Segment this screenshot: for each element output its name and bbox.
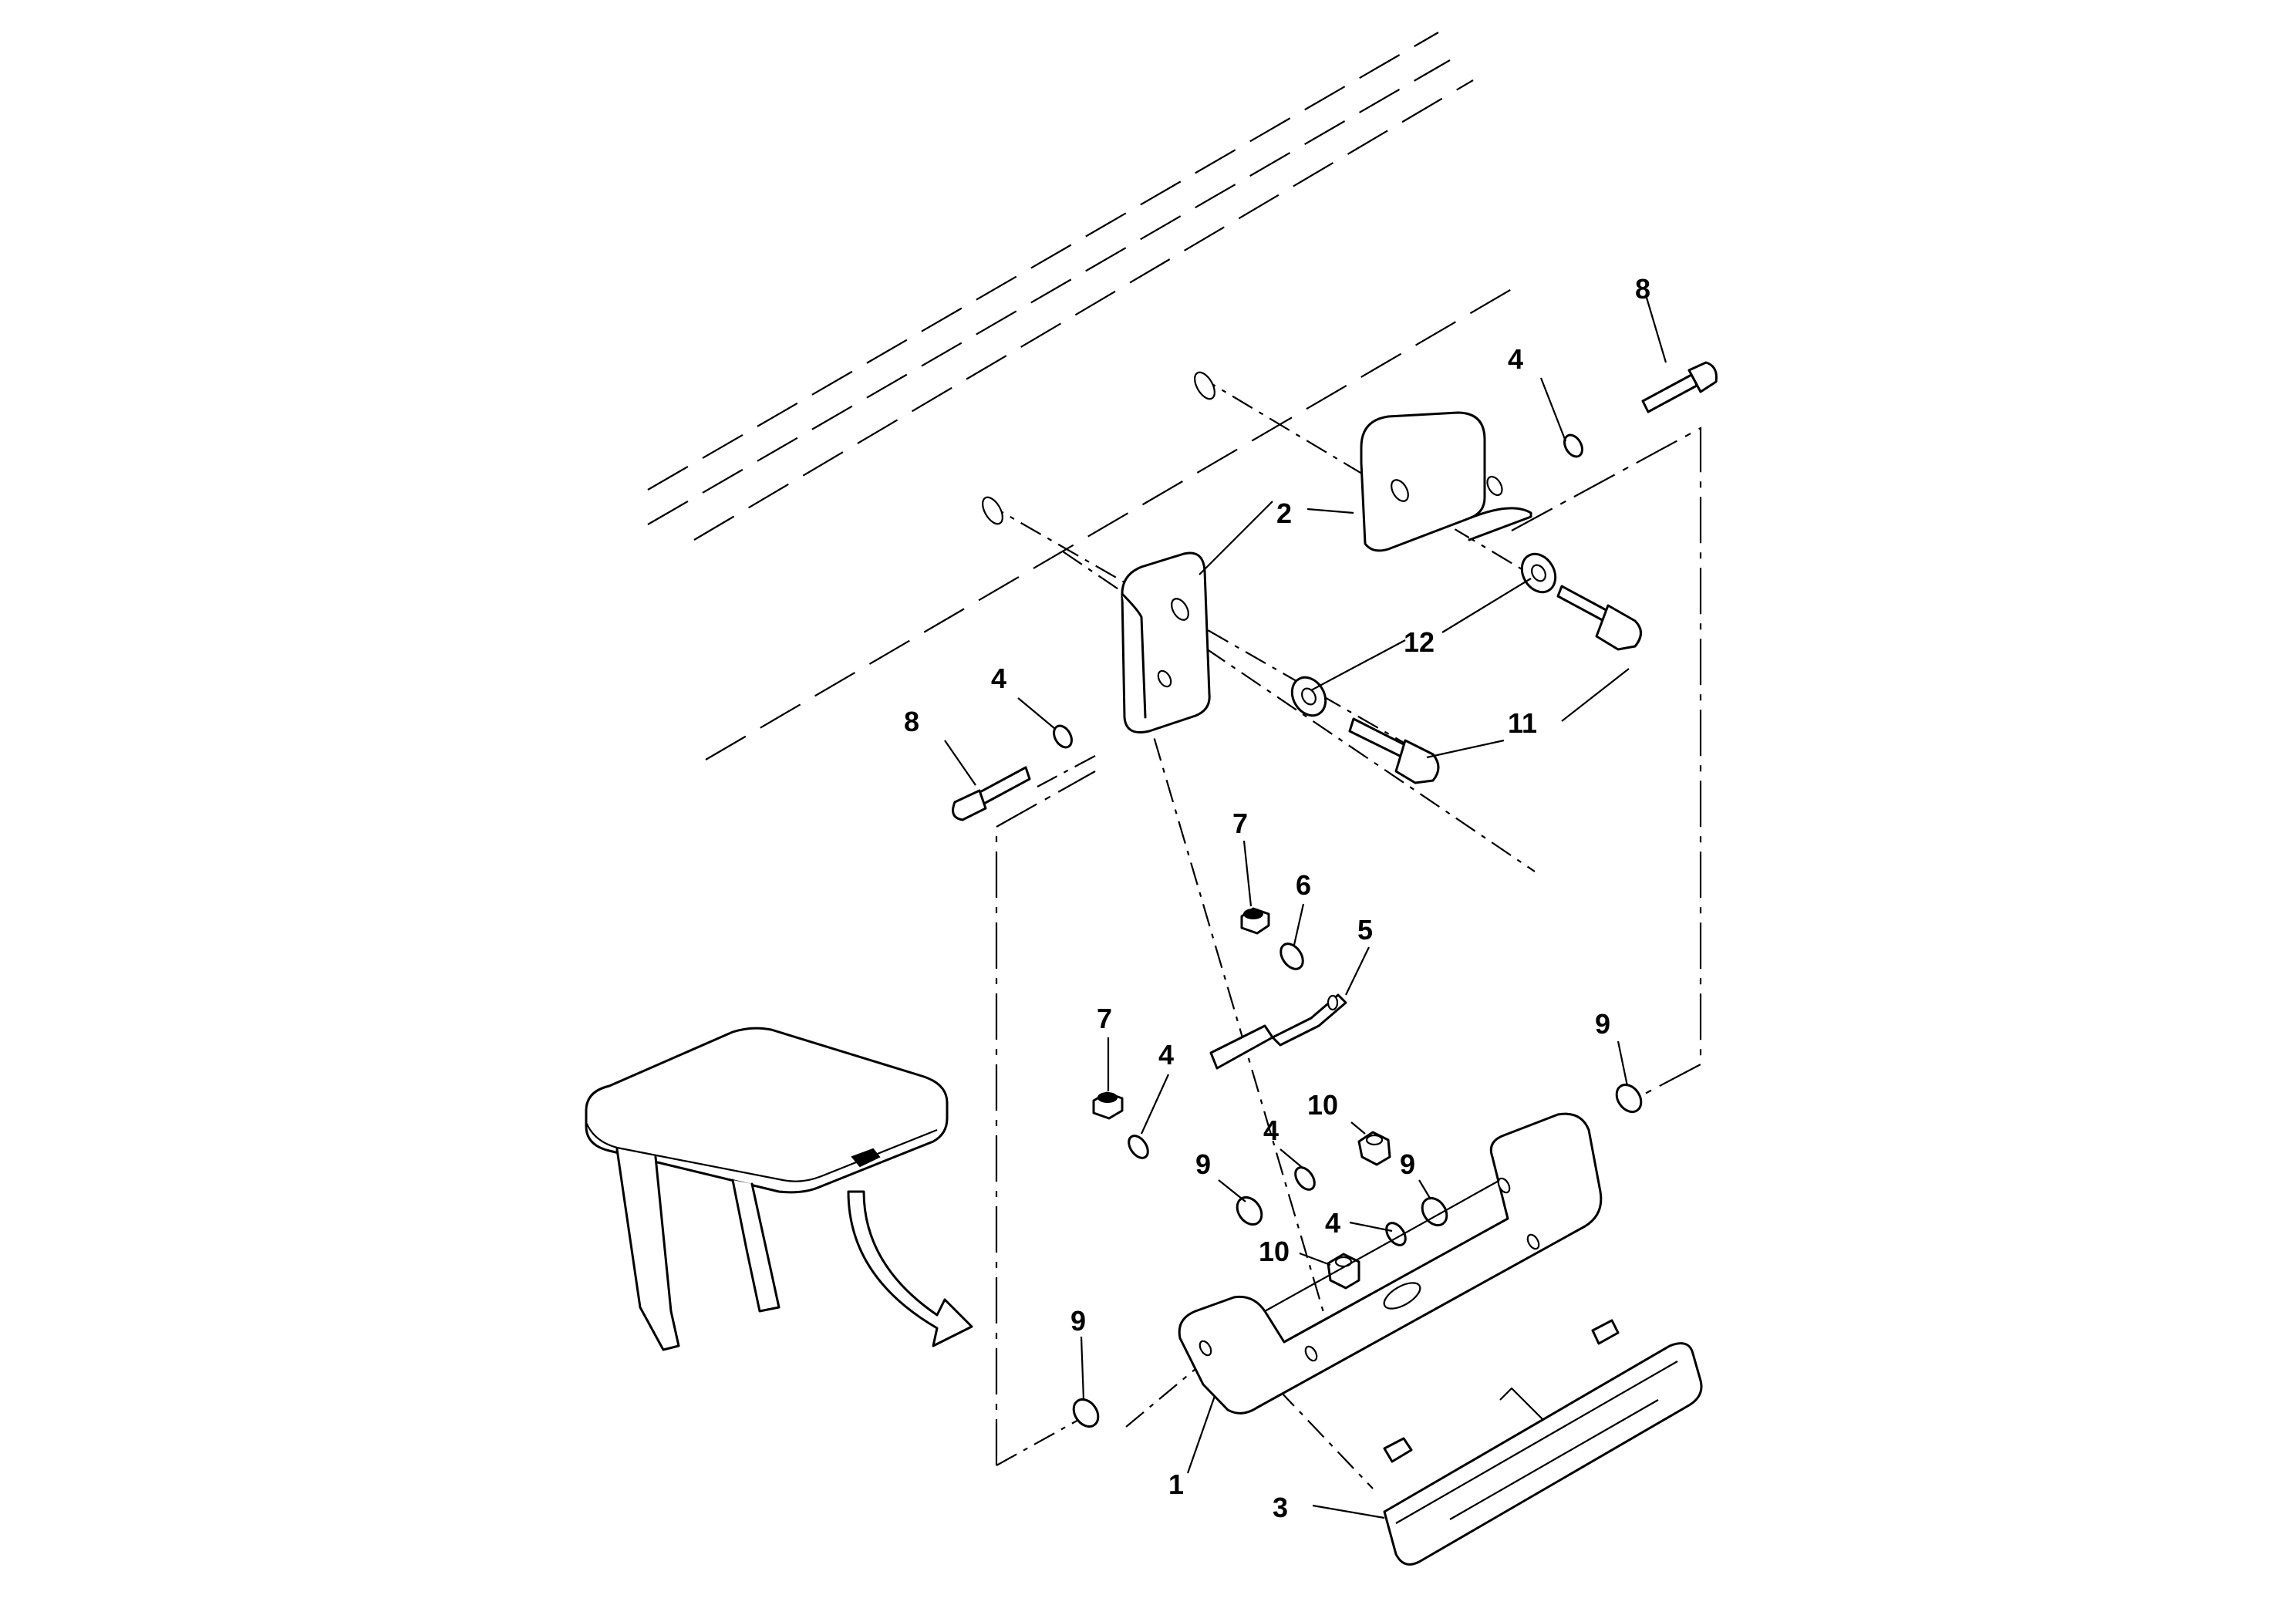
nut-7-upper bbox=[1240, 907, 1270, 935]
inset-seat-overview bbox=[585, 1027, 949, 1351]
body-outline-lines bbox=[647, 32, 1516, 760]
detail-arrow bbox=[847, 1190, 973, 1347]
upper-mounting-bracket bbox=[1360, 411, 1532, 552]
callout-2: 2 bbox=[1276, 497, 1292, 529]
tail-lamp-3 bbox=[1383, 1319, 1703, 1566]
callout-10-lower: 10 bbox=[1259, 1236, 1290, 1267]
washer-9-bottom bbox=[1072, 1398, 1100, 1428]
callout-11: 11 bbox=[1508, 707, 1537, 739]
callout-9-right: 9 bbox=[1400, 1148, 1415, 1180]
lock-washer-4-mid bbox=[1294, 1166, 1316, 1191]
bracket-clip-5 bbox=[1209, 993, 1347, 1070]
light-mounting-bracket-1 bbox=[1178, 1112, 1603, 1415]
lock-washer-4-lower bbox=[1053, 724, 1073, 749]
lock-washer-4-upper bbox=[1563, 433, 1583, 458]
callout-4-low: 4 bbox=[1325, 1207, 1340, 1239]
washer-9-mid bbox=[1236, 1195, 1263, 1226]
callout-4-left: 4 bbox=[991, 663, 1006, 694]
callout-4-mid: 4 bbox=[1263, 1114, 1279, 1146]
callout-5: 5 bbox=[1357, 914, 1373, 946]
callout-4-upper: 4 bbox=[1508, 343, 1523, 375]
flat-washer-12-upper bbox=[1520, 552, 1557, 594]
callout-9-top: 9 bbox=[1595, 1008, 1610, 1040]
callouts: 2 12 11 8 4 4 8 7 6 5 7 4 10 4 9 9 4 10 … bbox=[904, 273, 1650, 1523]
body-hole-upper bbox=[1194, 371, 1215, 400]
hex-bolt-11-upper bbox=[1556, 585, 1642, 651]
callout-1: 1 bbox=[1168, 1469, 1184, 1500]
body-hole-lower bbox=[982, 496, 1003, 525]
hex-bolt-8-lower bbox=[952, 766, 1031, 821]
callout-9-mid: 9 bbox=[1195, 1148, 1211, 1180]
callout-9-bottom: 9 bbox=[1070, 1305, 1086, 1337]
callout-4-mid-left: 4 bbox=[1158, 1039, 1174, 1071]
callout-leaders bbox=[944, 297, 1667, 1519]
spacer-10-lower bbox=[1327, 1253, 1360, 1290]
callout-12: 12 bbox=[1404, 626, 1435, 658]
lock-washer-4-mid-left bbox=[1128, 1135, 1149, 1159]
hex-bolt-8-upper bbox=[1641, 361, 1718, 413]
callout-8-lower: 8 bbox=[904, 706, 919, 737]
nut-7-lower bbox=[1092, 1091, 1124, 1120]
washer-6 bbox=[1279, 943, 1304, 970]
callout-10-upper: 10 bbox=[1307, 1089, 1338, 1121]
spacer-10-upper bbox=[1357, 1131, 1391, 1166]
hex-bolt-11-lower bbox=[1348, 717, 1440, 784]
washer-9-right bbox=[1421, 1196, 1448, 1227]
callout-8-upper: 8 bbox=[1635, 273, 1650, 305]
washer-9-top bbox=[1615, 1083, 1643, 1114]
callout-7-upper: 7 bbox=[1232, 808, 1248, 839]
lock-washer-4-low bbox=[1385, 1222, 1407, 1246]
callout-3: 3 bbox=[1273, 1492, 1288, 1523]
callout-6: 6 bbox=[1296, 869, 1311, 901]
lower-mounting-bracket bbox=[1121, 551, 1211, 733]
callout-7-lower: 7 bbox=[1097, 1003, 1112, 1034]
